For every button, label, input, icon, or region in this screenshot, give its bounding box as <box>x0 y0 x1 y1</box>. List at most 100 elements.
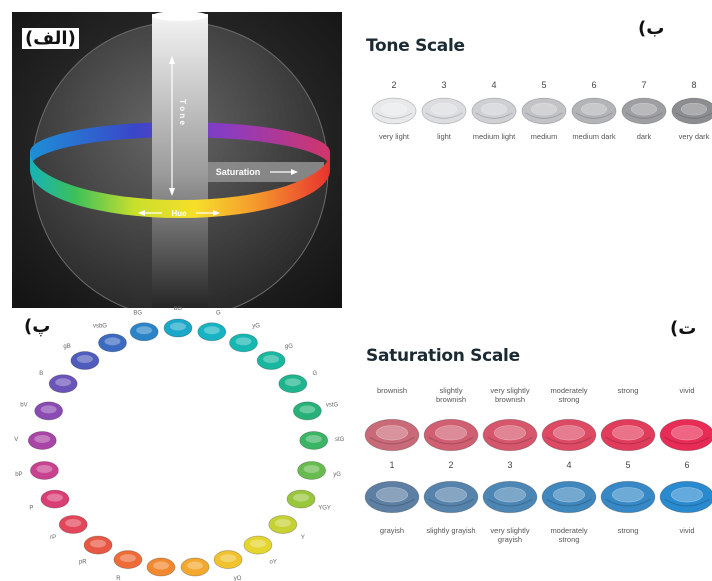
saturation-step-number: 3 <box>507 460 513 470</box>
saturation-arrow-head <box>291 169 298 175</box>
tone-pole-top <box>152 12 208 21</box>
tone-gem <box>471 97 517 125</box>
hue-label: BG <box>133 310 142 316</box>
blue-gem <box>541 480 597 514</box>
blue-gem <box>482 480 538 514</box>
hue-gem <box>163 318 193 338</box>
saturation-step-number: 2 <box>448 460 454 470</box>
hue-gem <box>256 351 286 370</box>
tone-axis-label: T o n e <box>178 99 187 125</box>
saturation-top-label: strong <box>617 386 639 395</box>
hue-ring-front <box>30 152 330 218</box>
tone-step-label: medium <box>530 132 558 141</box>
hue-gem <box>180 557 210 577</box>
tone-step-number: 7 <box>641 80 647 90</box>
saturation-top-label: brownish <box>376 386 407 395</box>
saturation-bottom-label: grayish <box>379 526 405 535</box>
blue-gem <box>364 480 420 514</box>
tone-gem <box>571 97 617 125</box>
hue-gem <box>243 535 273 555</box>
tone-step-number: 2 <box>391 80 397 90</box>
saturation-top-label: very slightly brownish <box>490 386 530 404</box>
hue-axis-label: Hue <box>171 209 187 218</box>
tone-step-label: medium light <box>472 132 516 141</box>
hue-gem <box>129 322 159 342</box>
hue-label: vsbG <box>93 323 107 329</box>
hue-gem <box>70 351 100 370</box>
red-gem <box>482 418 538 452</box>
saturation-bottom-label: very slightly grayish <box>490 526 530 544</box>
tone-step-label: dark <box>636 132 652 141</box>
tone-pole <box>152 14 208 308</box>
saturation-step-number: 5 <box>625 460 631 470</box>
hue-label: bG <box>174 306 182 312</box>
hue-label: gG <box>285 344 293 350</box>
hue-label: R <box>116 576 121 581</box>
tone-step-label: very light <box>378 132 409 141</box>
red-gem <box>600 418 656 452</box>
hue-label: V <box>14 437 18 443</box>
tone-arrow-up-head <box>169 56 175 64</box>
hue-label: bP <box>15 472 22 478</box>
hue-gem <box>286 489 316 509</box>
tone-step-label: very dark <box>678 132 710 141</box>
tone-step-number: 8 <box>691 80 697 90</box>
hue-label: G <box>312 371 317 377</box>
hue-label: Y <box>301 535 305 541</box>
red-gem <box>423 418 479 452</box>
panel-tag-d: (ت <box>670 318 697 339</box>
saturation-scale-panel: (ت Saturation Scale brownish 1 grayish slig… <box>352 306 712 581</box>
hue-gem <box>297 461 326 480</box>
red-gem <box>364 418 420 452</box>
hue-label: oY <box>270 559 277 565</box>
blue-gem <box>659 480 712 514</box>
tone-step-number: 4 <box>491 80 497 90</box>
saturation-bottom-label: moderately strong <box>550 526 588 544</box>
hue-gem <box>58 515 88 534</box>
hue-gem <box>30 461 59 480</box>
tone-gem <box>621 97 667 125</box>
hue-gem <box>83 535 113 555</box>
hue-gem <box>197 322 227 342</box>
saturation-bar <box>208 162 324 182</box>
saturation-bottom-label: vivid <box>679 526 695 535</box>
hue-label: yG <box>252 323 260 329</box>
saturation-step-number: 1 <box>389 460 395 470</box>
tone-gem <box>371 97 417 125</box>
tone-step-label: medium dark <box>572 132 616 141</box>
hue-gem <box>113 550 143 569</box>
blue-gem <box>600 480 656 514</box>
hue-arrow-right-head <box>213 210 220 216</box>
color-sphere-diagram: T o n e Saturation Hue <box>12 12 342 308</box>
hue-label: B <box>39 371 43 377</box>
tone-scale-title: Tone Scale <box>366 36 465 56</box>
hue-label: rP <box>50 535 56 541</box>
tone-step-number: 3 <box>441 80 447 90</box>
saturation-top-label: slightly brownish <box>435 386 466 404</box>
tone-arrow-down-head <box>169 188 175 196</box>
saturation-bottom-label: slightly grayish <box>426 526 476 535</box>
panel-tag-c: (پ <box>24 316 51 337</box>
hue-gem <box>34 401 64 421</box>
panel-tag-b: (ب <box>638 18 665 39</box>
hue-gem <box>292 401 322 421</box>
hue-gem <box>299 431 329 450</box>
tone-gem <box>521 97 567 125</box>
hue-wheel-panel: (پ bGGyGgGGvstGstGyGYGYYoYyOrOORpRrPPbPV… <box>8 306 348 581</box>
hue-label: stG <box>335 437 345 443</box>
red-gem <box>659 418 712 452</box>
hue-gem <box>278 374 308 394</box>
hue-gem <box>98 333 127 353</box>
hue-gem <box>27 431 57 450</box>
hue-label: gB <box>63 344 70 350</box>
hue-label: YGY <box>318 506 331 512</box>
hue-gem <box>268 515 298 534</box>
tone-step-number: 5 <box>541 80 547 90</box>
saturation-step-number: 4 <box>566 460 572 470</box>
saturation-scale-title: Saturation Scale <box>366 346 520 366</box>
tone-gem <box>421 97 467 125</box>
hue-label: P <box>29 506 33 512</box>
blue-gem <box>423 480 479 514</box>
hue-label: yG <box>333 472 341 478</box>
